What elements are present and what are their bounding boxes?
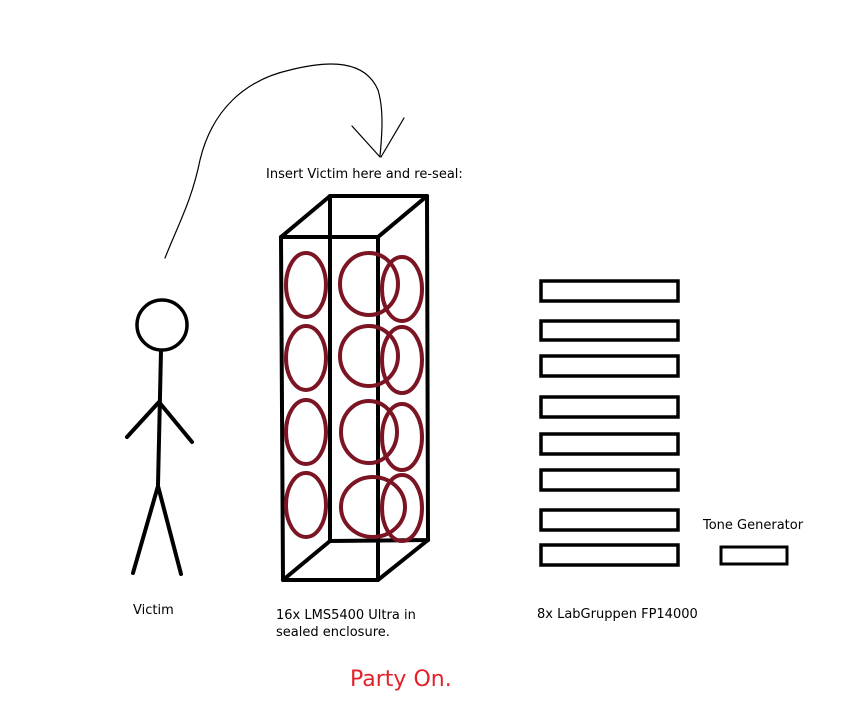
victim-arms: [125, 400, 194, 444]
amplifier-unit: [539, 468, 680, 492]
speaker-drivers: [284, 251, 424, 543]
insert-instruction-label: Insert Victim here and re-seal:: [266, 167, 463, 182]
amplifier-label: 8x LabGruppen FP14000: [537, 607, 698, 622]
speaker-driver: [284, 251, 328, 319]
speaker-label-line-2: sealed enclosure.: [276, 625, 390, 640]
speaker-driver: [338, 251, 400, 317]
amplifier-unit: [539, 279, 680, 303]
arrow-head-left: [351, 125, 381, 158]
victim-body: [156, 349, 163, 487]
speaker-driver: [284, 471, 328, 539]
speaker-driver: [380, 255, 424, 323]
victim-label: Victim: [133, 603, 174, 618]
arrow-curve: [164, 63, 383, 259]
amplifier-unit: [539, 395, 680, 419]
victim-head: [135, 298, 189, 352]
amplifier-unit: [539, 508, 680, 532]
speaker-driver: [284, 324, 328, 392]
party-on-caption: Party On.: [350, 667, 452, 692]
amplifier-unit: [539, 354, 680, 378]
speaker-driver: [339, 399, 399, 465]
speaker-driver: [284, 398, 328, 466]
amplifier-stack: [539, 279, 680, 567]
amplifier-unit: [539, 432, 680, 456]
speaker-enclosure: [279, 194, 430, 582]
insertion-arrow: [164, 63, 405, 259]
amplifier-unit: [539, 543, 680, 567]
tone-generator-unit: [719, 545, 789, 566]
speaker-driver: [338, 324, 400, 388]
victim-stick-figure: [125, 298, 194, 576]
enclosure-edges: [279, 194, 430, 582]
speaker-driver: [380, 325, 424, 395]
speaker-enclosure-label: 16x LMS5400 Ultra in sealed enclosure.: [276, 607, 416, 641]
amplifier-unit: [539, 319, 680, 342]
speaker-driver: [380, 473, 424, 543]
speaker-driver: [380, 402, 424, 472]
tone-generator-label: Tone Generator: [703, 518, 804, 533]
speaker-driver: [339, 475, 407, 539]
speaker-label-line-1: 16x LMS5400 Ultra in: [276, 608, 416, 623]
victim-legs: [131, 484, 183, 576]
arrow-head-right: [380, 117, 405, 158]
